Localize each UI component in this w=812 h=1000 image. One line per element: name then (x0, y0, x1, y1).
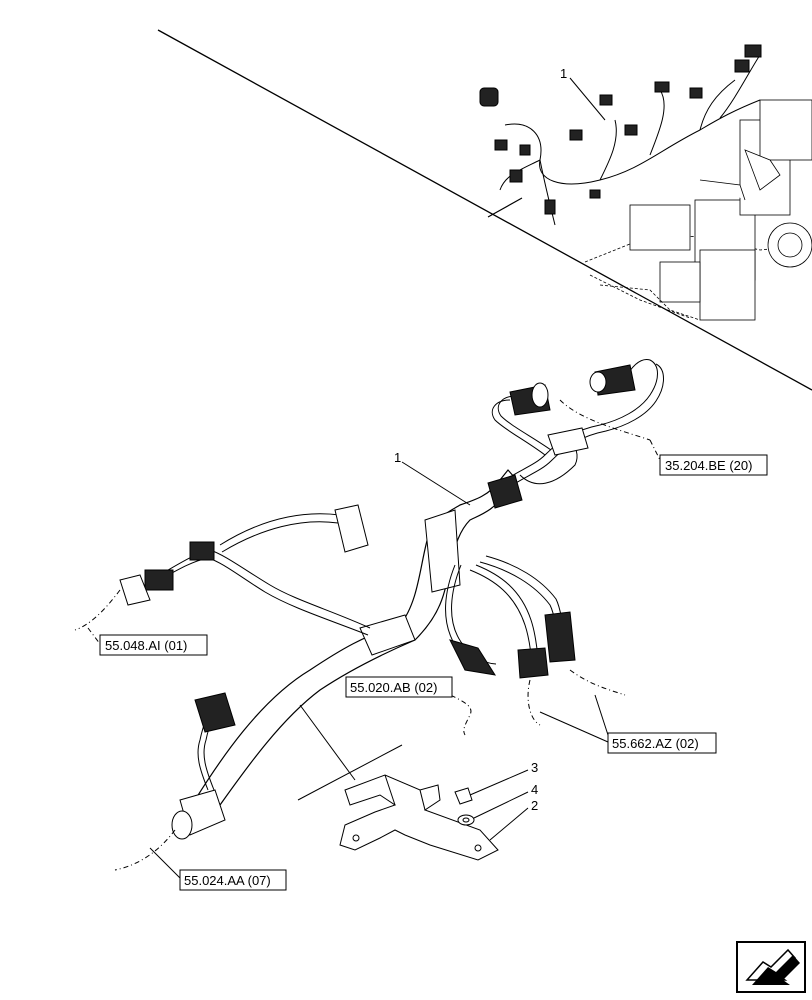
callout-3-leader (469, 769, 529, 796)
mounting-bracket (339, 774, 499, 861)
inset-view: 1 (157, 29, 812, 391)
ref-box-35-204-be[interactable] (659, 454, 768, 476)
connector-55-662-b (544, 611, 576, 663)
bracket-assembly: 3 4 2 (297, 704, 538, 861)
reference-labels: 35.204.BE (20) 55.048.AI (01) 55.020.AB … (74, 399, 768, 891)
connector-55-662-a (517, 647, 549, 679)
callout-4-leader (473, 791, 529, 819)
callout-1-top: 1 (560, 66, 567, 81)
section-line-a (299, 704, 356, 781)
ref-box-55-048-ai[interactable] (99, 634, 208, 656)
bracket-hole-a (352, 834, 360, 842)
connector-left-b (144, 569, 174, 591)
connector-lower-left (194, 692, 236, 733)
inset-leader-line (487, 197, 523, 218)
ref-box-55-024-aa[interactable] (179, 869, 287, 891)
callout-2: 2 (531, 798, 538, 813)
connector-mid-right (487, 474, 523, 509)
bracket-hole-b (474, 844, 482, 852)
trunk-sleeve (359, 614, 416, 656)
callout-1-main: 1 (394, 450, 401, 465)
harness-end-lower (171, 810, 193, 840)
ref-35-204-be[interactable]: 35.204.BE (20) (665, 458, 752, 473)
ref-55-048-ai[interactable]: 55.048.AI (01) (105, 638, 187, 653)
ref-box-55-662-az[interactable] (607, 732, 717, 754)
inset-harness (479, 44, 762, 226)
inset-separator-line (157, 29, 812, 391)
callout-1-main-leader (401, 461, 471, 506)
callout-3: 3 (531, 760, 538, 775)
ref-55-024-aa[interactable]: 55.024.AA (07) (184, 873, 271, 888)
plug-55-048 (119, 574, 151, 606)
plug-upper-left (334, 504, 369, 553)
ref-55-662-az[interactable]: 55.662.AZ (02) (612, 736, 699, 751)
junction-clip (424, 509, 461, 593)
ref-box-55-020-ab[interactable] (345, 676, 453, 698)
engine-block-outline (584, 99, 812, 321)
ref-55-020-ab[interactable]: 55.020.AB (02) (350, 680, 437, 695)
section-line-b (297, 744, 403, 801)
tee-clip (547, 427, 589, 456)
callout-1-top-leader (569, 77, 606, 121)
main-harness: 1 (119, 359, 664, 840)
next-page-arrow-icon[interactable] (736, 941, 806, 993)
connector-55-020 (449, 639, 497, 676)
callout-4: 4 (531, 782, 538, 797)
callout-2-leader (489, 807, 529, 841)
plug-end-b (589, 371, 607, 393)
bolt (454, 787, 473, 805)
plug-end-a (531, 382, 549, 408)
connector-left-a (189, 541, 215, 561)
